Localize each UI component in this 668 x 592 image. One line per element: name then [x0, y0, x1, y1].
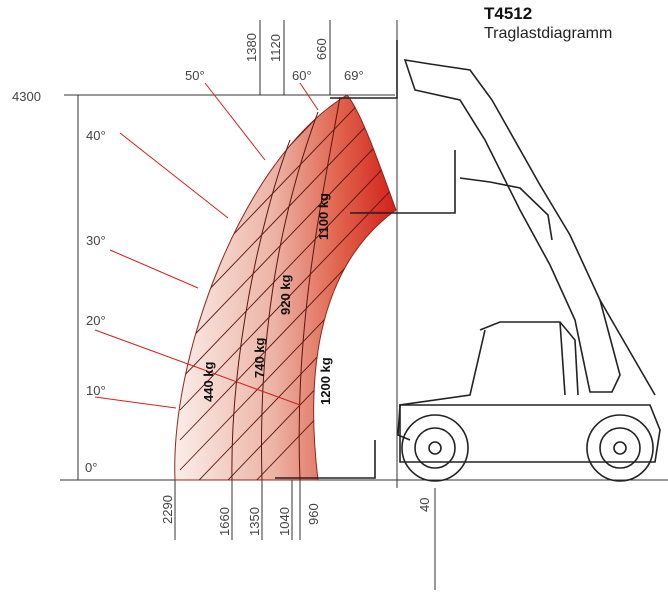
- load-label-1100: 1100 kg: [316, 193, 331, 240]
- reference-lines: [60, 20, 668, 590]
- telehandler-illustration: [397, 59, 661, 482]
- fork-positions: [275, 40, 456, 479]
- diagram-subtitle: Traglastdiagramm: [484, 25, 613, 42]
- rear-wheel-rim: [599, 427, 641, 469]
- top-distance-660: 660: [314, 38, 329, 60]
- top-distance-1380: 1380: [244, 33, 259, 62]
- labels: 4300 1380 1120 660 2290 1660 1350 1040 9…: [12, 33, 432, 536]
- angle-label-69: 69°: [344, 68, 364, 83]
- load-label-740: 740 kg: [252, 337, 267, 378]
- cab-post: [559, 321, 566, 396]
- angle-label-30: 30°: [86, 233, 106, 248]
- angle-label-20: 20°: [86, 313, 106, 328]
- rear-wheel-hub: [613, 441, 627, 455]
- angle-label-60: 60°: [292, 68, 312, 83]
- bottom-distance-1350: 1350: [247, 507, 262, 536]
- fork-low: [275, 440, 376, 479]
- bottom-distance-1660: 1660: [217, 507, 232, 536]
- angle-label-0: 0°: [85, 460, 97, 475]
- bottom-distance-40: 40: [417, 498, 432, 512]
- front-wheel-hub: [428, 441, 442, 455]
- angle-line-10: [94, 396, 177, 409]
- fork-mid: [350, 150, 456, 214]
- rear-body: [599, 299, 656, 396]
- angle-line-20: [94, 329, 301, 406]
- angle-label-10: 10°: [86, 383, 106, 398]
- angle-label-50: 50°: [185, 68, 205, 83]
- boom-mid: [459, 177, 553, 241]
- load-label-440: 440 kg: [201, 361, 216, 402]
- load-zones: [174, 94, 397, 481]
- height-label: 4300: [12, 89, 41, 104]
- zone-boundary-920: [261, 111, 319, 481]
- zone-boundary-1100: [298, 96, 341, 481]
- rear-wheel: [586, 414, 654, 482]
- bottom-distance-960: 960: [306, 503, 321, 525]
- fork-top: [330, 40, 398, 99]
- top-distance-1120: 1120: [268, 34, 283, 62]
- cab-front: [397, 329, 486, 441]
- model-title: T4512: [484, 4, 533, 23]
- front-wheel: [401, 414, 469, 482]
- angle-line-50: [204, 82, 266, 161]
- boom-arm: [403, 59, 621, 393]
- working-envelope: [174, 94, 397, 481]
- load-label-920: 920 kg: [278, 274, 293, 315]
- zone-boundary-740: [231, 139, 291, 481]
- load-label-1200: 1200 kg: [318, 357, 333, 405]
- angle-line-40: [119, 132, 229, 219]
- chassis: [399, 404, 661, 463]
- angle-line-30: [109, 249, 199, 289]
- front-wheel-rim: [414, 427, 456, 469]
- bottom-distance-2290: 2290: [160, 495, 175, 524]
- angle-label-40: 40°: [86, 128, 106, 143]
- bottom-distance-1040: 1040: [277, 507, 292, 536]
- angle-line-60: [299, 82, 319, 111]
